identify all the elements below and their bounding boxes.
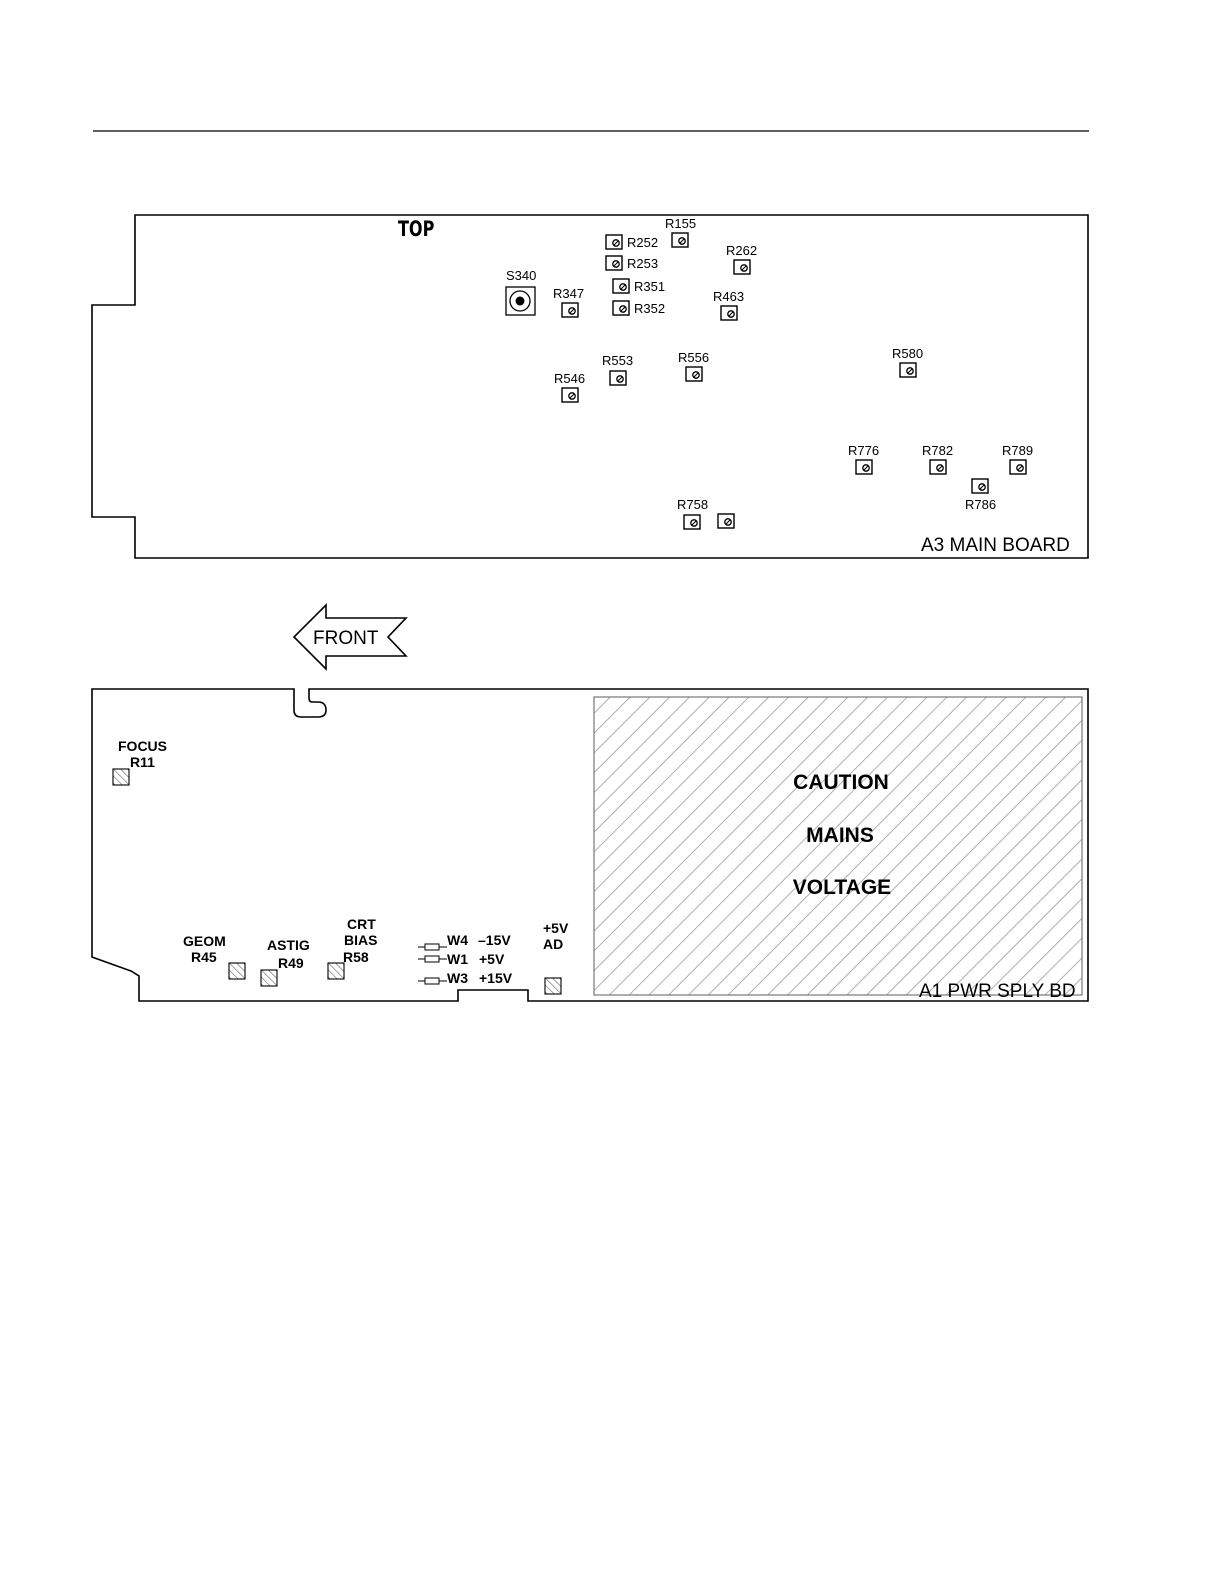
jumper-w3: W3 +15V: [418, 970, 513, 986]
astig-ref: R49: [278, 955, 304, 971]
main-board-outline: [92, 215, 1088, 558]
label-r580: R580: [892, 346, 923, 361]
adjustment-r253: R253: [606, 256, 658, 271]
adjustment-r776: R776: [848, 443, 879, 474]
caution-line-2: MAINS: [806, 824, 874, 847]
adjustment-r786: R786: [965, 479, 996, 512]
adjustment-astig-r49: ASTIG R49: [261, 937, 310, 986]
caution-line-3: VOLTAGE: [793, 876, 891, 899]
crt-bias-name-1: CRT: [347, 916, 376, 932]
label-r252: R252: [627, 235, 658, 250]
front-arrow: FRONT: [294, 605, 406, 669]
label-r352: R352: [634, 301, 665, 316]
adjustment-5v-ad: +5V AD: [543, 920, 569, 994]
label-r556: R556: [678, 350, 709, 365]
power-supply-board: CAUTION MAINS VOLTAGE FOCUS R11 GEOM R45…: [92, 689, 1088, 1002]
jumper-w1: W1 +5V: [418, 951, 505, 967]
ad-5v-name-1: +5V: [543, 920, 569, 936]
label-r786: R786: [965, 497, 996, 512]
adjustment-r347: R347: [553, 286, 584, 317]
adjustment-r262: R262: [726, 243, 757, 274]
adjustment-r351: R351: [613, 279, 665, 294]
focus-ref: R11: [130, 754, 155, 770]
adjustment-unlabeled: [718, 514, 734, 528]
label-r155: R155: [665, 216, 696, 231]
adjustment-r463: R463: [713, 289, 744, 320]
crt-bias-ref: R58: [343, 949, 369, 965]
adjustment-crt-bias-r58: CRT BIAS R58: [328, 916, 377, 979]
s340-switch: S340: [506, 268, 536, 315]
astig-name: ASTIG: [267, 937, 310, 953]
adjustment-r782: R782: [922, 443, 953, 474]
jumper-w4: W4 –15V: [418, 932, 511, 950]
ad-5v-name-2: AD: [543, 936, 563, 952]
label-r351: R351: [634, 279, 665, 294]
adjustment-r546: R546: [554, 371, 585, 402]
adjustment-geom-r45: GEOM R45: [183, 933, 245, 979]
adjustment-r789: R789: [1002, 443, 1033, 474]
label-r546: R546: [554, 371, 585, 386]
adjustment-r155: R155: [665, 216, 696, 247]
crt-bias-name-2: BIAS: [344, 932, 377, 948]
main-board: TOP S340 R155 R252 R253 R262 R347 R351 R…: [92, 215, 1088, 558]
top-label: TOP: [398, 217, 434, 242]
adjustment-r252: R252: [606, 235, 658, 250]
front-label: FRONT: [313, 628, 379, 649]
power-board-label: A1 PWR SPLY BD: [919, 981, 1076, 1002]
jumper-w1-id: W1: [447, 951, 468, 967]
label-r253: R253: [627, 256, 658, 271]
jumper-w4-id: W4: [447, 932, 468, 948]
label-r782: R782: [922, 443, 953, 458]
geom-ref: R45: [191, 949, 217, 965]
label-r789: R789: [1002, 443, 1033, 458]
caution-line-1: CAUTION: [793, 771, 889, 794]
adjustment-r553: R553: [602, 353, 633, 385]
s340-label: S340: [506, 268, 536, 283]
jumper-w4-voltage: –15V: [478, 932, 511, 948]
label-r553: R553: [602, 353, 633, 368]
adjustment-r758: R758: [677, 497, 708, 529]
focus-name: FOCUS: [118, 738, 167, 754]
geom-name: GEOM: [183, 933, 226, 949]
label-r758: R758: [677, 497, 708, 512]
label-r776: R776: [848, 443, 879, 458]
label-r347: R347: [553, 286, 584, 301]
label-r262: R262: [726, 243, 757, 258]
adjustment-r556: R556: [678, 350, 709, 381]
jumper-w3-id: W3: [447, 970, 468, 986]
label-r463: R463: [713, 289, 744, 304]
adjustment-r580: R580: [892, 346, 923, 377]
jumper-w1-voltage: +5V: [479, 951, 505, 967]
main-board-label: A3 MAIN BOARD: [921, 535, 1070, 556]
jumper-w3-voltage: +15V: [479, 970, 513, 986]
adjustment-r352: R352: [613, 301, 665, 316]
adjustment-focus-r11: FOCUS R11: [113, 738, 167, 785]
